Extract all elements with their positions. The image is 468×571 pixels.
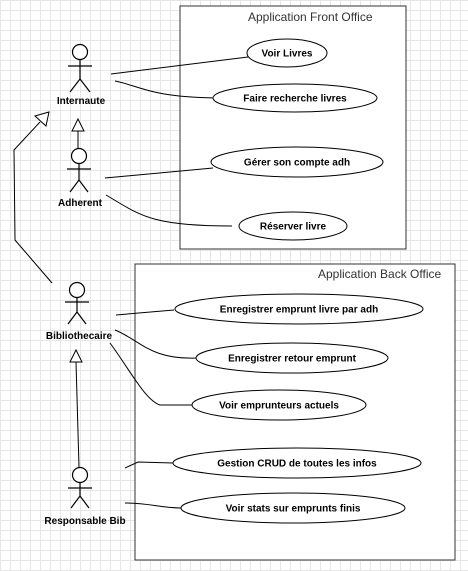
assoc-internaute-recherche — [114, 80, 216, 99]
actor-adherent-label: Adherent — [58, 198, 103, 209]
uc-faire-recherche[interactable] — [212, 83, 378, 113]
assoc-resp-stats — [124, 502, 182, 509]
assoc-biblio-emprunt — [115, 309, 175, 316]
uc-faire-recherche-label: Faire recherche livres — [243, 94, 347, 105]
actor-bibliothecaire[interactable] — [65, 281, 89, 325]
uc-gerer-compte[interactable] — [210, 146, 384, 178]
uc-voir-emprunteurs-label: Voir emprunteurs actuels — [219, 401, 339, 412]
assoc-internaute-voir-livres — [110, 56, 249, 75]
uc-enregistrer-retour-label: Enregistrer retour emprunt — [228, 354, 356, 365]
uc-gestion-crud[interactable] — [172, 447, 422, 479]
gen-resp-biblio-arrow — [69, 348, 83, 363]
actor-bibliothecaire-label: Bibliothecaire — [46, 331, 113, 342]
front-office-title: Application Front Office — [248, 10, 373, 24]
uc-enregistrer-emprunt[interactable] — [174, 293, 424, 325]
gen-biblio-internaute-arrow — [33, 111, 50, 127]
uc-voir-stats-label: Voir stats sur emprunts finis — [226, 504, 361, 515]
assoc-adherent-compte — [104, 167, 214, 179]
uc-reserver-livre[interactable] — [238, 211, 348, 241]
assoc-adherent-reserver — [105, 194, 233, 227]
assoc-resp-crud — [124, 461, 174, 469]
uc-voir-livres[interactable] — [246, 38, 328, 68]
uc-voir-livres-label: Voir Livres — [262, 49, 313, 60]
actor-internaute-label: Internaute — [57, 96, 106, 107]
assoc-biblio-retour — [114, 329, 198, 359]
actor-responsable-bib-label: Responsable Bib — [44, 516, 125, 527]
uc-voir-emprunteurs[interactable] — [191, 389, 367, 421]
assoc-biblio-emprunteurs — [109, 342, 192, 406]
gen-biblio-internaute-line — [13, 121, 53, 284]
actor-adherent[interactable] — [67, 147, 91, 193]
gen-adherent-internaute-arrow — [71, 117, 85, 132]
actor-responsable-bib[interactable] — [68, 466, 92, 509]
uc-enregistrer-retour[interactable] — [195, 342, 389, 374]
uc-reserver-livre-label: Réserver livre — [260, 222, 327, 233]
gen-resp-biblio-line — [75, 361, 80, 468]
uc-enregistrer-emprunt-label: Enregistrer emprunt livre par adh — [220, 305, 378, 316]
back-office-title: Application Back Office — [318, 267, 442, 281]
actor-internaute[interactable] — [68, 43, 92, 93]
uc-gerer-compte-label: Gérer son compte adh — [244, 158, 350, 169]
uc-gestion-crud-label: Gestion CRUD de toutes les infos — [217, 459, 377, 470]
uc-voir-stats[interactable] — [180, 492, 406, 524]
